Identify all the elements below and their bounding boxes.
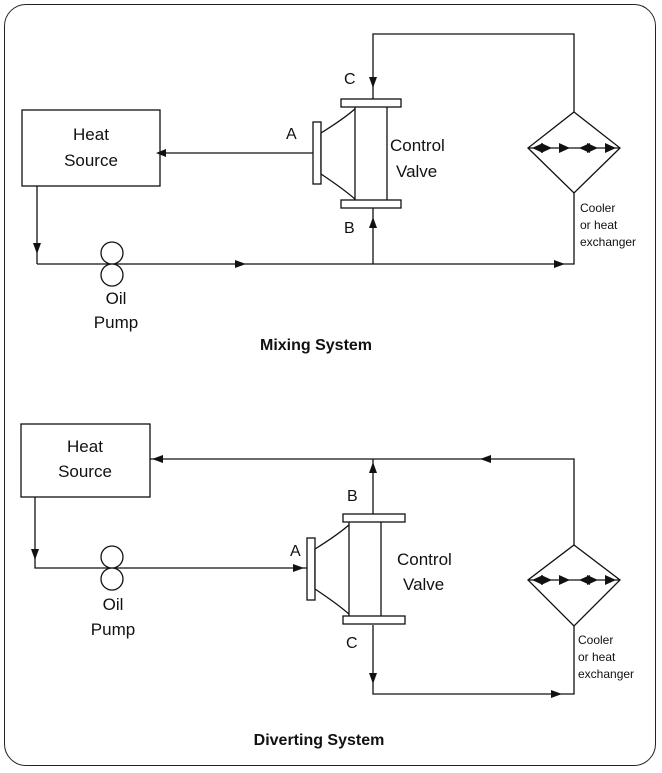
diverting-exchanger-label-1: Cooler [578,633,613,647]
diverting-pump-lower-circle [100,567,124,591]
diverting-heat-source-box [20,423,151,498]
mixing-port-b-label: B [344,220,355,237]
diverting-exchanger-arrow-3 [559,575,570,585]
diverting-flow-arrow-into-a [293,564,304,572]
mixing-pump-label-1: Oil [106,289,127,308]
mixing-heat-source-label-2: Source [64,151,118,170]
mixing-flow-arrow-down [33,243,41,254]
mixing-exchanger-arrow-5 [587,143,598,153]
mixing-pipe-bottom [37,193,575,265]
mixing-exchanger-label-2: or heat [580,218,618,232]
diverting-valve-flange-c [342,615,406,625]
diverting-pipe-c-out [372,625,575,695]
diverting-valve-flange-a [306,537,316,601]
diverting-heat-source-label-2: Source [58,462,112,481]
diverting-exchanger-arrow-6 [605,575,616,585]
diverting-flow-arrow-b-up [369,462,377,473]
diverting-valve-label-2: Valve [403,575,444,594]
mixing-valve-flange-c [340,98,402,108]
diverting-heat-source-label-1: Heat [67,437,103,456]
mixing-valve-body [354,105,388,203]
mixing-exchanger-arrow-3 [559,143,570,153]
diverting-exchanger-diamond [527,544,621,627]
mixing-exchanger-arrow-1 [532,143,543,153]
mixing-system: Heat Source Oil Pump A C B Control Valve [21,33,636,354]
mixing-exchanger-arrow-2 [541,143,552,153]
diverting-flow-arrow-to-exchanger [551,690,562,698]
diverting-exchanger-arrow-1 [532,575,543,585]
diverting-valve-flange-b [342,513,406,523]
diverting-pump-label-1: Oil [103,595,124,614]
diverting-port-c-label: C [346,635,358,652]
diverting-flow-arrow-c-down [369,673,377,684]
mixing-flow-arrow-right [235,260,246,268]
mixing-exchanger-diamond [527,111,621,194]
diverting-port-a-label: A [290,543,301,560]
diverting-exchanger-arrow-2 [541,575,552,585]
mixing-heat-exchanger [527,111,621,194]
diverting-valve-label-1: Control [397,550,452,569]
diverting-flow-arrow-to-heat-source [152,455,163,463]
mixing-flow-arrow-to-exchanger [554,260,565,268]
diverting-port-b-label: B [347,488,358,505]
diverting-pump-upper-circle [100,545,124,569]
mixing-heat-source-box [21,109,161,187]
mixing-port-a-label: A [286,126,297,143]
mixing-valve-flange-b [340,199,402,209]
diverting-pipe-heat-source-down [34,497,307,569]
diverting-exchanger-arrow-5 [587,575,598,585]
diverting-heat-exchanger [527,544,621,627]
mixing-system-title: Mixing System [260,337,372,354]
diverting-flow-arrow-top-left [480,455,491,463]
mixing-pump-label-2: Pump [94,313,138,332]
diverting-exchanger-label-3: exchanger [578,667,634,681]
mixing-valve-label-2: Valve [396,162,437,181]
mixing-exchanger-label-3: exchanger [580,235,636,249]
mixing-exchanger-label-1: Cooler [580,201,615,215]
diverting-system-title: Diverting System [254,732,385,749]
mixing-valve-label-1: Control [390,136,445,155]
mixing-flow-arrow-into-c [369,77,377,88]
mixing-pump-lower-circle [100,263,124,287]
diverting-pipe-top [150,458,575,557]
mixing-pump-upper-circle [100,241,124,265]
mixing-valve-flange-a [312,121,322,185]
mixing-pipe-top-loop [372,33,575,126]
mixing-valve-cone [320,106,357,202]
mixing-port-c-label: C [344,71,356,88]
diverting-system: Heat Source Oil Pump A B C Control Valve [20,423,634,749]
mixing-exchanger-arrow-6 [605,143,616,153]
diverting-pump-label-2: Pump [91,620,135,639]
mixing-flow-arrow-to-heat-source [156,149,166,157]
mixing-flow-arrow-into-b [369,217,377,228]
mixing-heat-source-label-1: Heat [73,125,109,144]
diverting-exchanger-label-2: or heat [578,650,616,664]
diverting-flow-arrow-down [31,549,39,560]
diverting-valve-cone [314,522,351,617]
diverting-control-valve [306,513,406,625]
mixing-control-valve [312,98,402,209]
diverting-valve-body [348,520,382,618]
